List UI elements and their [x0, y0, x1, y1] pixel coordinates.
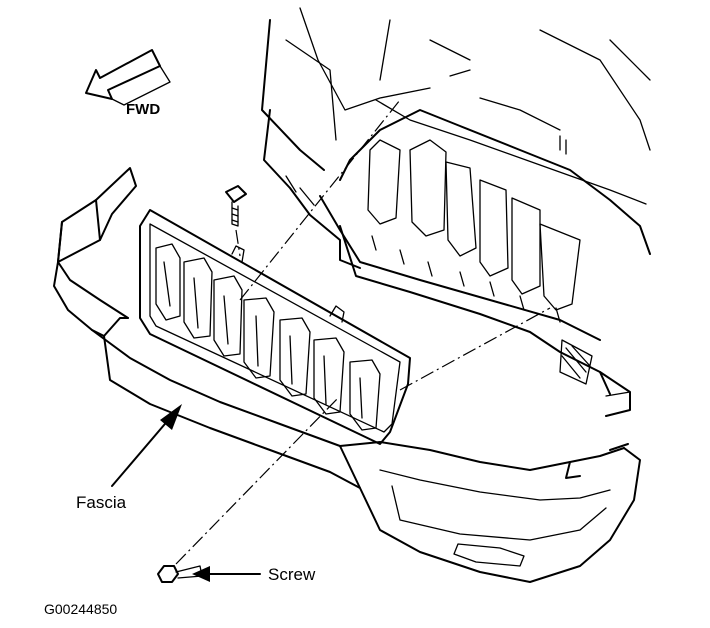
fascia-label: Fascia: [76, 493, 127, 512]
grille-part: [139, 209, 411, 445]
fwd-arrow-icon: [85, 49, 171, 106]
fascia-part: [53, 167, 641, 583]
fwd-label: FWD: [126, 101, 160, 118]
screw-label: Screw: [268, 565, 316, 584]
screw-leader-arrow-icon: [192, 566, 261, 582]
figure-code: G00244850: [44, 601, 117, 617]
vehicle-front-end: [261, 7, 651, 417]
fascia-leader-arrow-icon: [111, 404, 182, 487]
alignment-lines: [175, 99, 551, 565]
upper-screw-icon: [225, 185, 247, 227]
